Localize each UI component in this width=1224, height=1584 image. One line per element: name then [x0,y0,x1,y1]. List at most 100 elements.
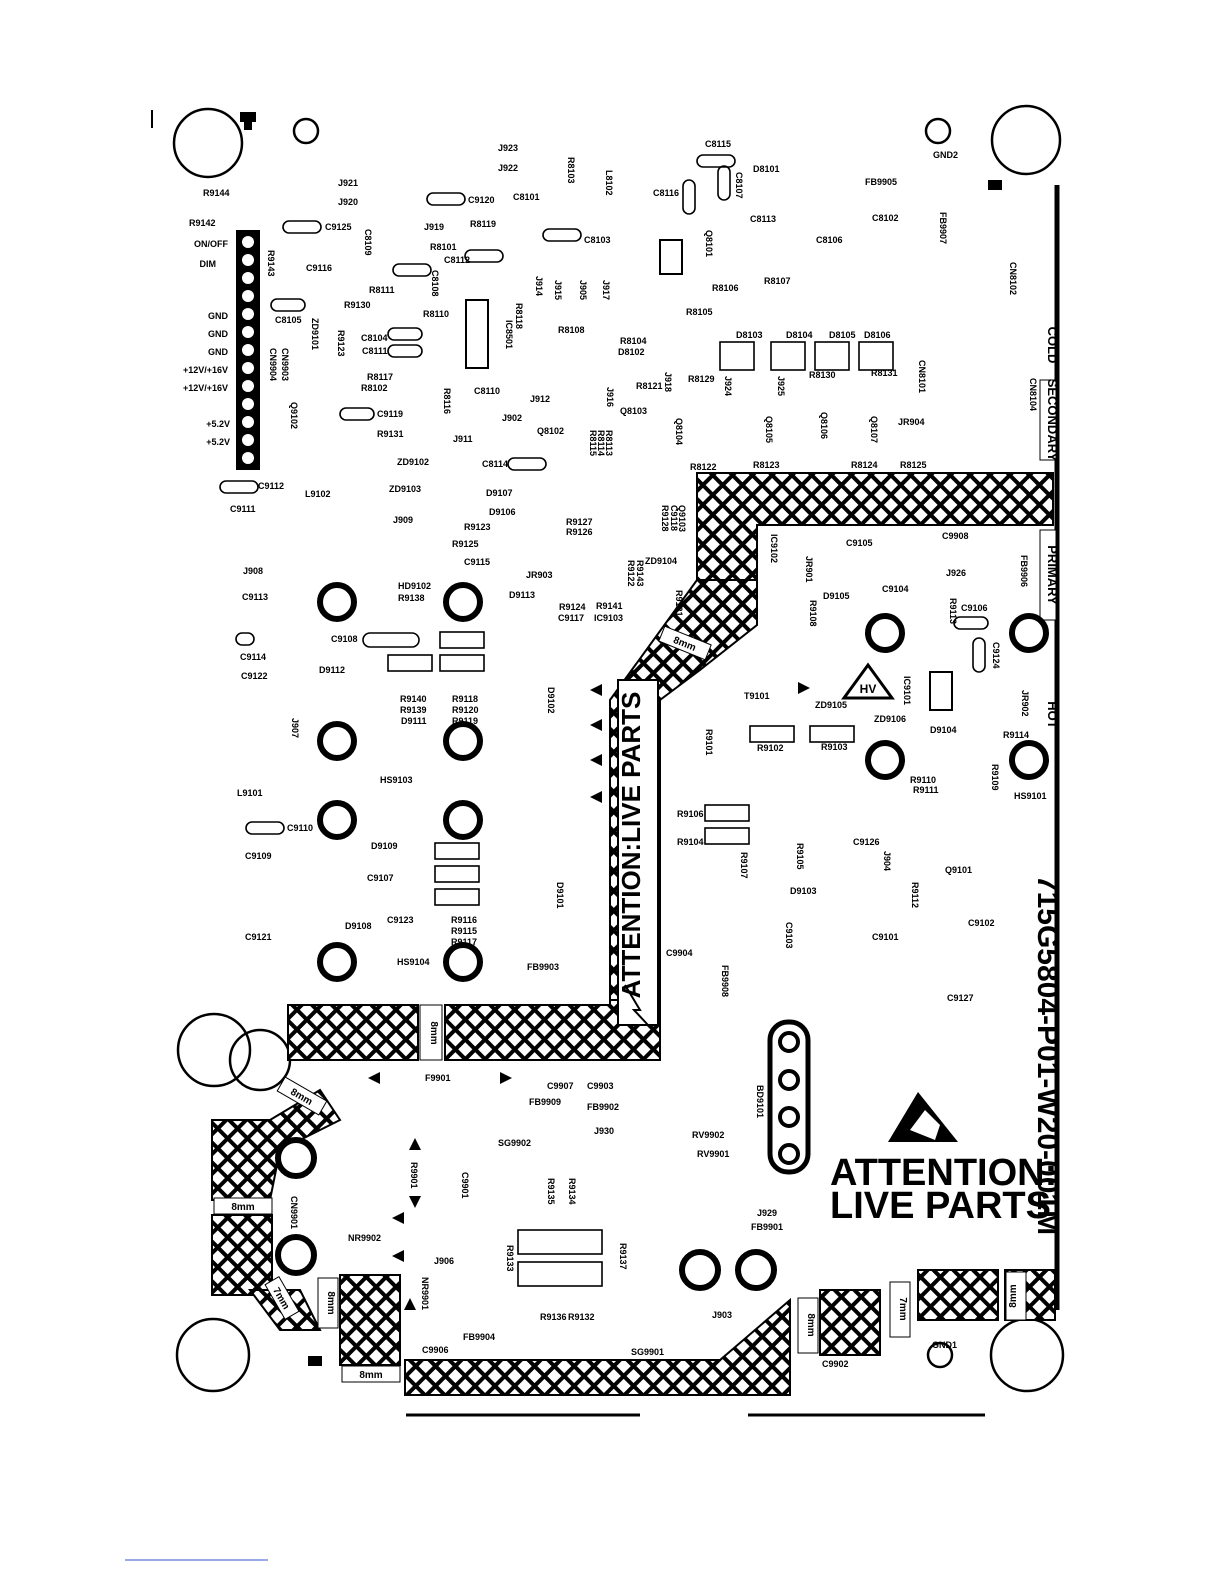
ref-designator: D9107 [486,488,513,498]
ref-designator: R9122 [626,560,636,587]
clearance-7: 8mm [359,1370,382,1381]
ref-designator: R8117 [367,372,393,382]
ref-designator: D9103 [790,886,817,896]
ref-designator: J920 [338,197,358,207]
ref-designator: ZD9101 [310,318,320,350]
ref-designator: C9906 [422,1345,449,1355]
ref-designator: C9907 [547,1081,574,1091]
ref-designator: GND2 [933,150,958,160]
ref-designator: C9121 [245,932,272,942]
clearance-2: 8mm [428,1021,439,1044]
ref-designator: R9131 [377,429,404,439]
ref-designator: R8115 [588,430,598,456]
ref-designator: Q8105 [764,416,774,443]
hv-warning-icon: HV [841,662,895,700]
ref-designator: JR901 [804,556,814,583]
ref-designator: R9144 [203,188,230,198]
ref-designator: C9115 [464,557,490,567]
ref-designator: ZD9104 [645,556,677,566]
ref-designator: D9112 [319,665,345,675]
ref-designator: J923 [498,143,518,153]
ref-designator: ZD9105 [815,700,847,710]
ref-designator: J911 [453,434,473,444]
ref-designator: R9142 [189,218,216,228]
ref-designator: R9125 [452,539,479,549]
ref-designator: C9127 [947,993,974,1003]
ref-designator: Q8101 [704,230,714,257]
ref-designator: FB9902 [587,1102,619,1112]
clearance-6: 8mm [325,1291,336,1314]
ref-designator: R9143 [266,250,276,277]
ref-designator: C8102 [872,213,899,223]
ref-designator: Q9101 [945,865,972,875]
ref-designator: J906 [434,1256,454,1266]
ref-designator: BD9101 [755,1085,765,1118]
ref-designator: D8101 [753,164,780,174]
ref-designator: JR904 [898,417,925,427]
ref-designator: C8113 [750,214,776,224]
ref-designator: D8104 [786,330,813,340]
ref-designator: C9902 [822,1359,849,1369]
ref-designator: C9104 [882,584,909,594]
ref-designator: R9104 [677,837,704,847]
ref-designator: R8119 [470,219,496,229]
ref-designator: R9107 [739,852,749,879]
ref-designator: C9908 [942,531,969,541]
ref-designator: Q8104 [674,418,684,445]
ref-designator: R8102 [361,383,388,393]
ref-designator: R9143 [635,560,645,587]
ref-designator: R9130 [344,300,371,310]
ref-designator: R8114 [596,430,606,456]
ref-designator: ZD9103 [389,484,421,494]
ref-designator: C9113 [242,592,268,602]
ref-designator: R9120 [452,705,479,715]
ref-designator: R8103 [566,157,576,184]
clearance-4: 8mm [231,1202,254,1213]
esd-warning-icon [888,1092,958,1142]
ref-designator: R9137 [618,1243,628,1270]
ref-designator: D9105 [823,591,850,601]
pin-label: GND [208,347,229,357]
ref-designator: J907 [290,718,300,738]
clearance-8: 8mm [805,1313,816,1336]
ref-designator: IC9101 [902,676,912,705]
ref-designator: D8102 [618,347,645,357]
ref-designator: C9105 [846,538,873,548]
ref-designator: R8129 [688,374,715,384]
ref-designator: C9101 [872,932,899,942]
ref-designator: R8110 [423,309,449,319]
ref-designator: Q8107 [869,416,879,443]
ref-designator: R8124 [851,460,878,470]
ref-designator: HS9104 [397,957,430,967]
ref-designator: C9126 [853,837,880,847]
ref-designator: R9108 [808,600,818,627]
ref-designator: R9111 [913,785,939,795]
ref-designator: IC8501 [504,320,514,349]
ref-designator: C8116 [653,188,679,198]
ref-designator: C9106 [961,603,988,613]
ref-designator: R9123 [464,522,491,532]
ref-designator: R9101 [704,729,714,756]
ref-designator: Q8106 [819,412,829,439]
ref-designator: R9119 [452,716,478,726]
ref-designator: FB9905 [865,177,897,187]
ref-designator: J924 [723,376,733,396]
pin-label: ON/OFF [194,239,228,249]
ref-designator: HS9101 [1014,791,1047,801]
ref-designator: C9108 [331,634,358,644]
bridge-rectifier-bd9101 [767,1019,811,1175]
ref-designator: RV9902 [692,1130,724,1140]
ref-designator: C9122 [241,671,268,681]
ref-designator: SG9901 [631,1347,664,1357]
ref-designator: NR9901 [420,1277,430,1310]
ref-designator: Q9103 [677,505,687,532]
ref-designator: C9124 [991,642,1001,669]
ref-designator: J905 [578,280,588,300]
ref-designator: D8105 [829,330,856,340]
ref-designator: JR903 [526,570,553,580]
ref-designator: J902 [502,413,522,423]
ref-designator: CN8101 [917,360,927,393]
ref-designator: R8122 [690,462,717,472]
ref-designator: R9110 [910,775,936,785]
